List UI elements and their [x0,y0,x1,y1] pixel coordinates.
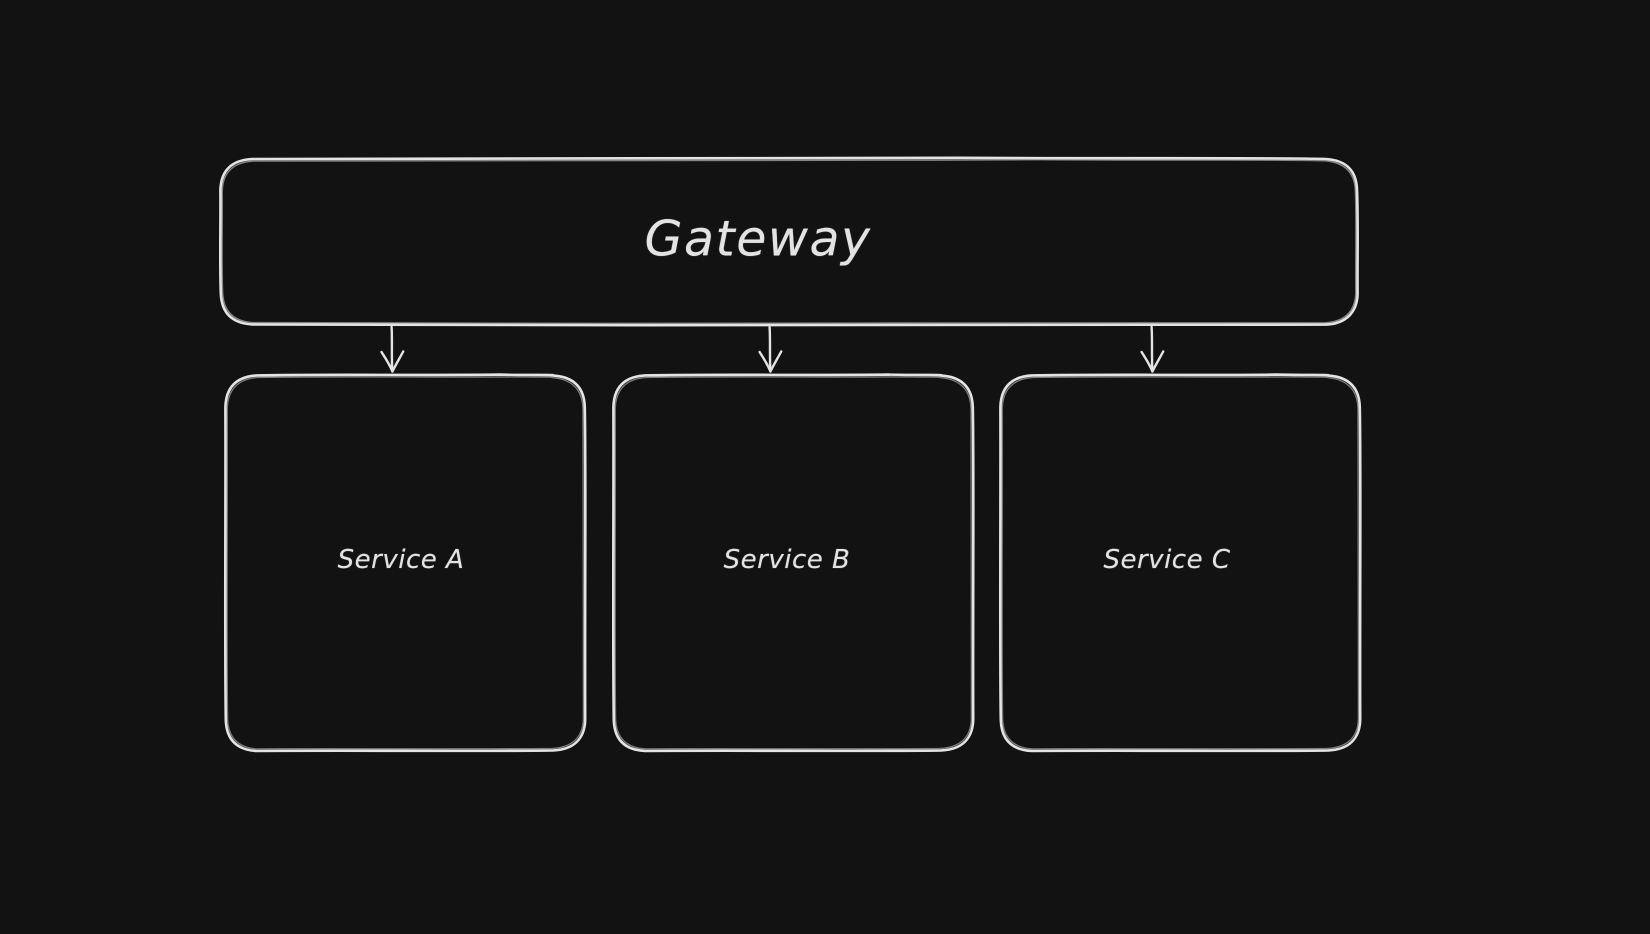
node-service-b[interactable] [611,373,975,753]
service-c-box-outline [998,373,1362,753]
arrow-b-shaft [768,325,772,372]
service-a-label: Service A [337,545,465,575]
node-gateway[interactable] [218,156,1359,327]
arrow-c-head [1140,350,1165,373]
service-a-box-outline [223,373,587,753]
arrow-b-head [758,350,783,373]
service-b-box-outline [611,373,975,753]
gateway-label: Gateway [644,210,872,268]
node-service-a[interactable] [223,373,587,753]
service-a-box-outline-pass2 [226,376,585,750]
arrow-gateway-to-service-b[interactable] [758,325,783,373]
arrow-a-shaft [390,325,394,372]
node-service-c[interactable] [998,373,1362,753]
service-c-label: Service C [1103,545,1231,575]
arrow-gateway-to-service-c[interactable] [1140,325,1165,373]
arrow-a-head [380,350,405,373]
arrow-gateway-to-service-a[interactable] [380,325,405,373]
service-b-label: Service B [723,545,851,575]
service-c-box-outline-pass2 [1001,376,1360,750]
arrow-c-shaft [1150,325,1154,372]
gateway-box-outline [218,156,1359,327]
gateway-box-outline-pass2 [221,158,1357,325]
service-b-box-outline-pass2 [614,376,973,750]
